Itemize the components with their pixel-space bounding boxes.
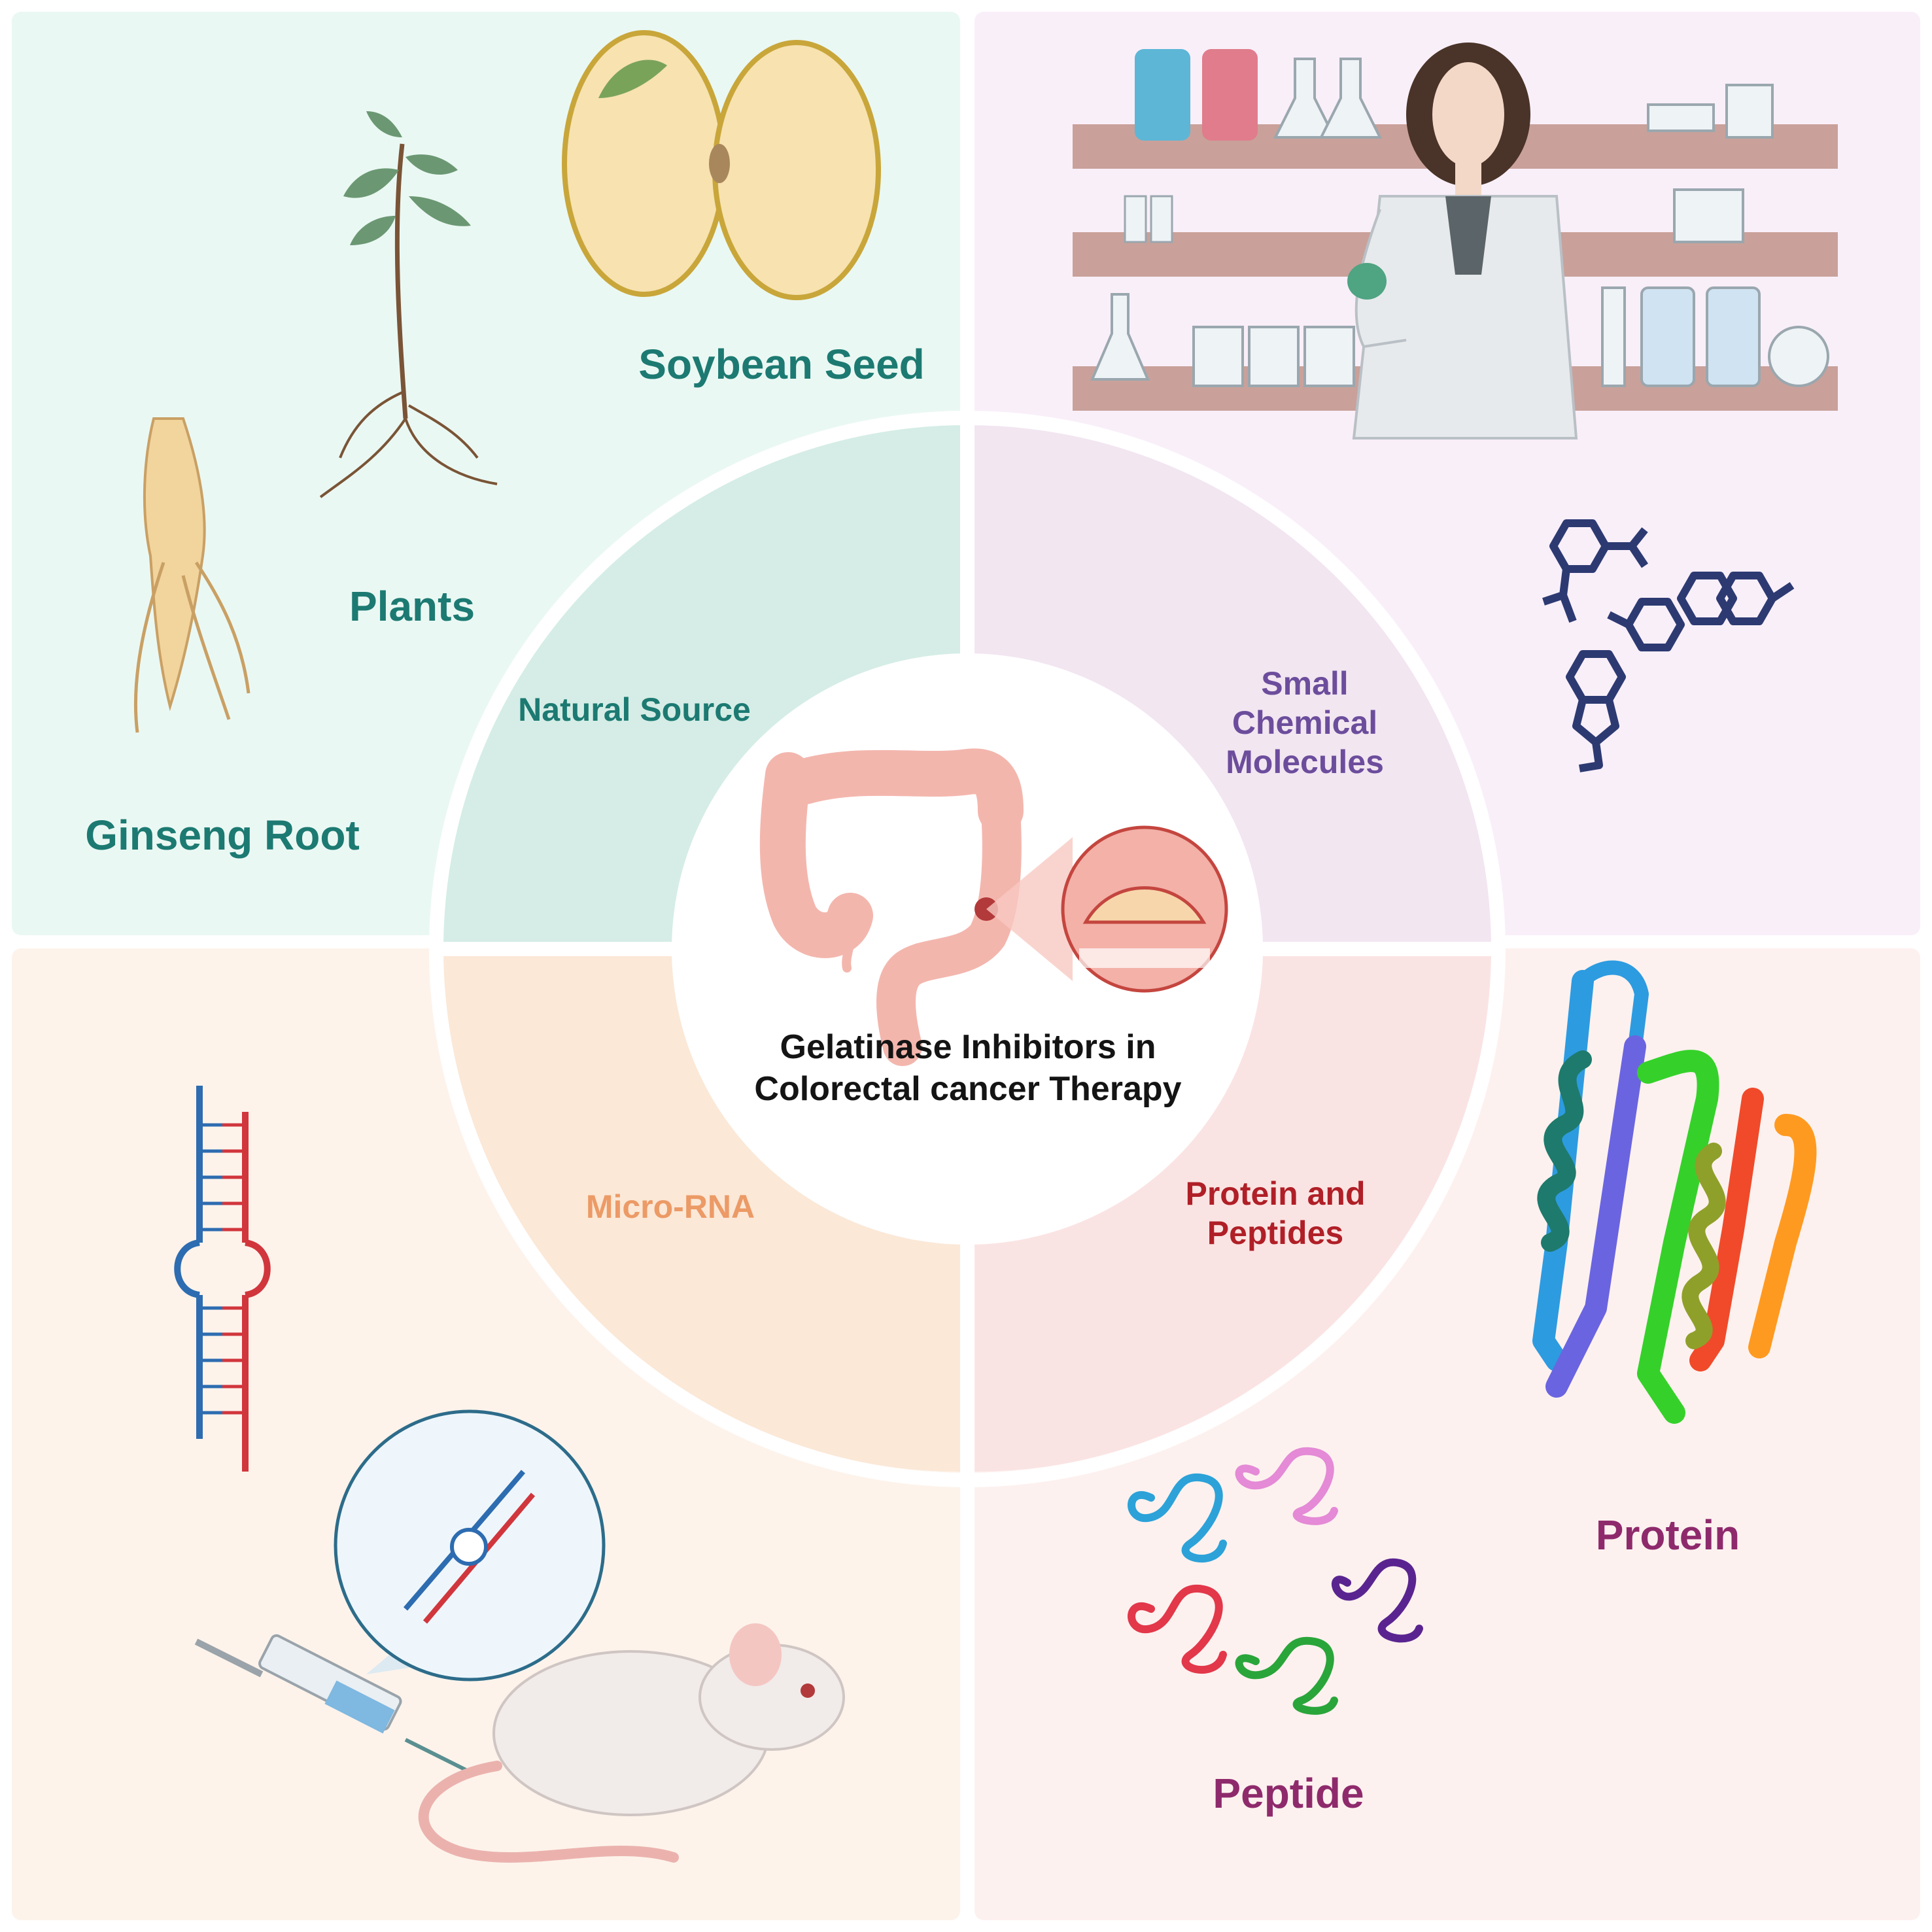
ring-label-peptides: Peptides [1207,1215,1344,1251]
chemical-molecule-icon [1542,519,1795,772]
ring-label-protein-and: Protein and [1185,1175,1366,1212]
label-protein: Protein [1595,1511,1740,1559]
rna-magnifier [334,1409,606,1682]
ring [429,411,1506,1487]
plant-icon [319,111,498,498]
ring-label-micro-rna: Micro-RNA [585,1188,755,1225]
mouse-icon [418,1623,845,1863]
ginseng-root-icon [133,417,250,733]
label-soybean-seed: Soybean Seed [638,341,925,388]
center-title-line1: Gelatinase Inhibitors in [780,1028,1156,1066]
ring-label-small: Small [1261,665,1349,702]
label-plants: Plants [349,583,475,630]
ring-label-molecules: Molecules [1226,744,1384,780]
peptide-coil-icon [1128,1447,1423,1715]
tumor-magnifier-icon [986,825,1228,993]
label-peptide: Peptide [1213,1770,1364,1817]
ring-label-natural-source: Natural Source [518,691,751,728]
soybean-seed-icon [562,30,881,300]
rna-hairpin-icon [174,1086,271,1472]
ring-label-chemical: Chemical [1232,704,1378,741]
label-ginseng-root: Ginseng Root [85,812,360,859]
protein-ribbon-icon [1532,960,1817,1424]
syringe-icon [194,1634,472,1774]
scientist-icon [1347,43,1578,440]
center-title-line2: Colorectal cancer Therapy [754,1070,1182,1108]
colon-icon [759,748,1024,1066]
